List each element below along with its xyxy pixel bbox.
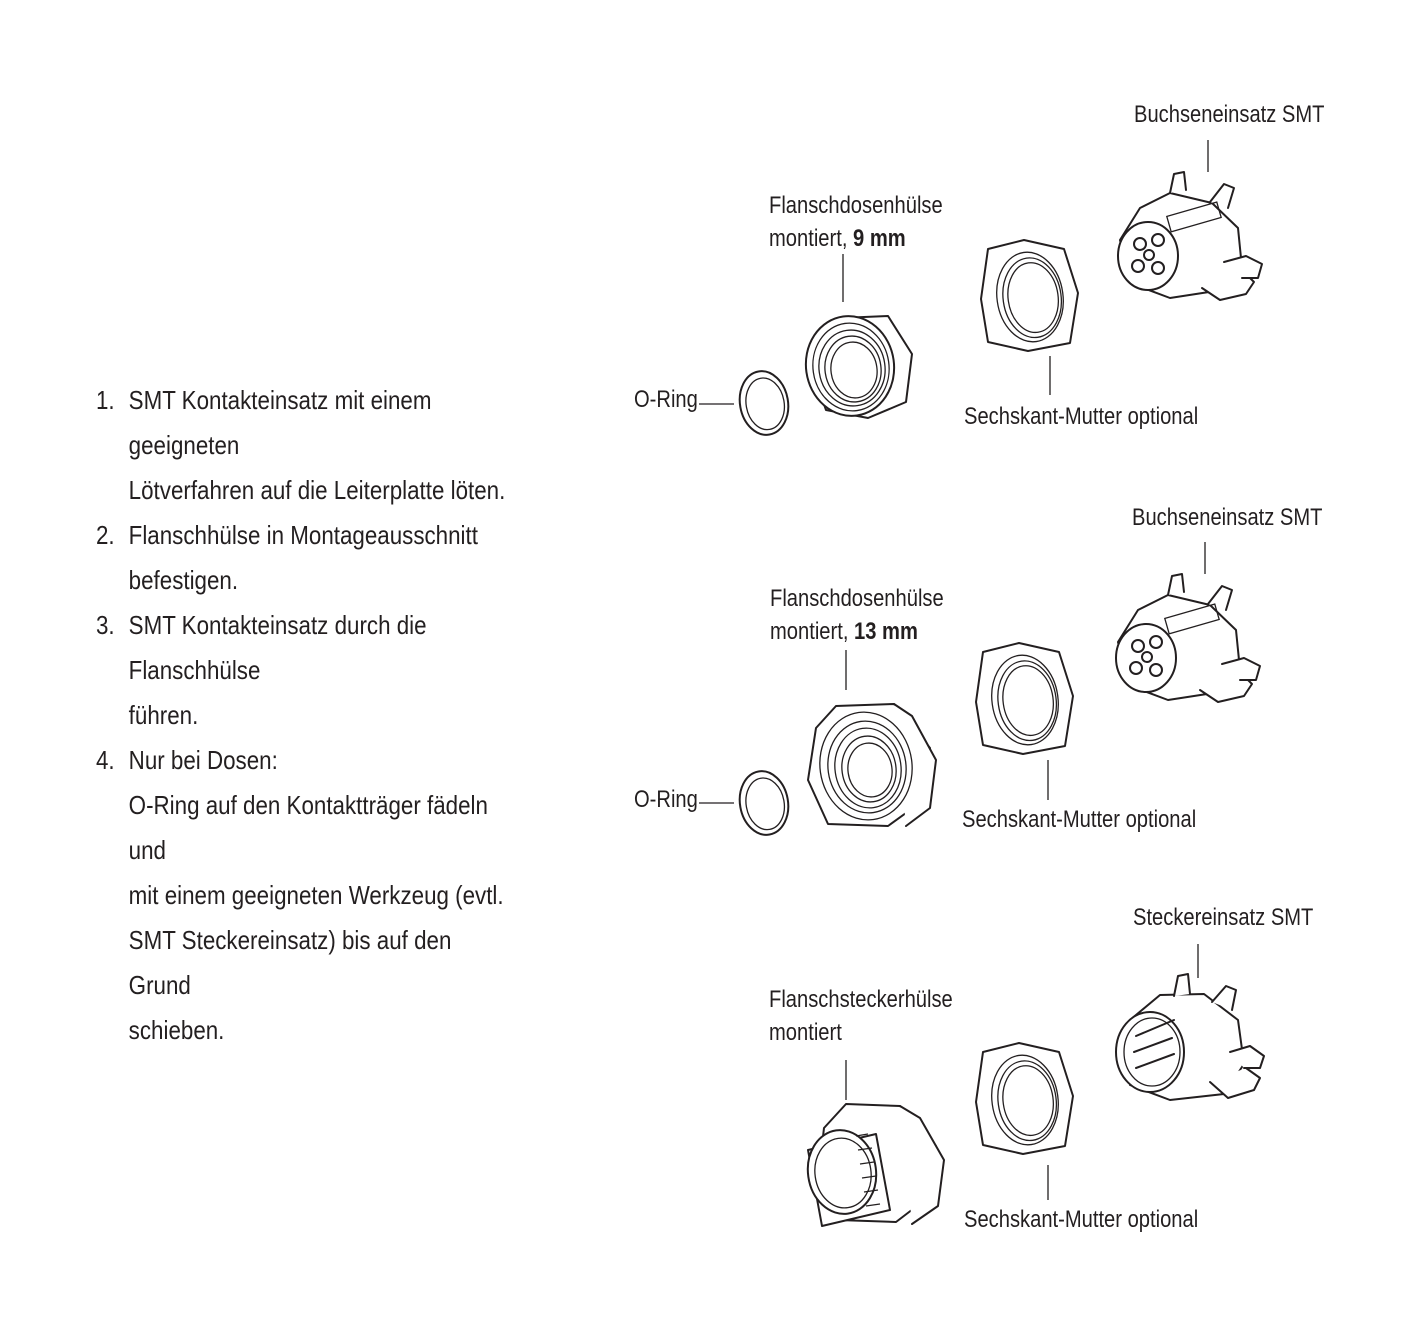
insert-label: Steckereinsatz SMT <box>1133 904 1314 931</box>
assembly-2 <box>699 542 1261 840</box>
nut-label: Sechskant-Mutter optional <box>962 806 1197 833</box>
housing-label: Flanschdosenhülse montiert, 9 mm <box>769 189 943 255</box>
assembly-1 <box>699 140 1263 440</box>
hex-nut <box>975 1042 1074 1155</box>
step-text: mit einem geeigneten Werkzeug (evtl. <box>128 880 504 910</box>
flange-housing-13mm <box>807 703 937 827</box>
oring-label: O-Ring <box>634 386 698 413</box>
insert-label: Buchseneinsatz SMT <box>1134 101 1325 128</box>
housing-depth: 13 mm <box>854 618 918 645</box>
housing-label-line1: Flanschdosenhülse <box>769 192 943 219</box>
step-1: 1. SMT Kontakteinsatz mit einem geeignet… <box>96 378 509 513</box>
housing-label-line2: montiert, 13 mm <box>770 615 944 648</box>
housing-depth: 9 mm <box>853 225 906 252</box>
step-text: SMT Kontakteinsatz mit einem geeigneten <box>128 385 432 460</box>
male-smt-insert <box>1115 973 1265 1101</box>
step-text: Lötverfahren auf die Leiterplatte löten. <box>128 475 506 505</box>
step-text: schieben. <box>128 1015 225 1045</box>
step-number: 3. <box>96 610 115 640</box>
housing-label-line1: Flanschdosenhülse <box>770 585 944 612</box>
housing-label-line1: Flanschsteckerhülse <box>769 986 953 1013</box>
oring-part <box>733 366 795 440</box>
housing-label: Flanschsteckerhülse montiert <box>769 983 953 1049</box>
step-number: 1. <box>96 385 115 415</box>
housing-label-line2: montiert <box>769 1016 953 1049</box>
step-3: 3. SMT Kontakteinsatz durch die Flanschh… <box>96 603 509 738</box>
female-smt-insert <box>1117 171 1263 301</box>
hex-nut <box>975 642 1074 755</box>
housing-mount-text: montiert <box>769 1019 842 1046</box>
step-text: SMT Kontakteinsatz durch die Flanschhüls… <box>128 610 427 685</box>
oring-part <box>733 766 795 840</box>
step-text: Flanschhülse in Montageausschnitt <box>128 520 478 550</box>
step-text: befestigen. <box>128 565 239 595</box>
step-2: 2. Flanschhülse in Montageausschnitt bef… <box>96 513 509 603</box>
oring-label: O-Ring <box>634 786 698 813</box>
insert-label: Buchseneinsatz SMT <box>1132 504 1323 531</box>
assembly-3 <box>806 944 1265 1227</box>
housing-mount-text: montiert, <box>770 618 855 645</box>
step-number: 4. <box>96 745 115 775</box>
female-smt-insert <box>1115 573 1261 703</box>
step-text: Nur bei Dosen: <box>128 745 278 775</box>
step-number: 2. <box>96 520 115 550</box>
step-4: 4. Nur bei Dosen: O-Ring auf den Kontakt… <box>96 738 509 1053</box>
assembly-instructions: 1. SMT Kontakteinsatz mit einem geeignet… <box>96 378 509 1053</box>
hex-nut <box>980 239 1079 352</box>
housing-label-line2: montiert, 9 mm <box>769 222 943 255</box>
housing-mount-text: montiert, <box>769 225 854 252</box>
step-text: SMT Steckereinsatz) bis auf den Grund <box>128 925 452 1000</box>
housing-label: Flanschdosenhülse montiert, 13 mm <box>770 582 944 648</box>
step-text: führen. <box>128 700 199 730</box>
flange-housing-9mm <box>804 315 913 419</box>
nut-label: Sechskant-Mutter optional <box>964 1206 1199 1233</box>
flange-plug-housing <box>806 1103 945 1227</box>
nut-label: Sechskant-Mutter optional <box>964 403 1199 430</box>
step-text: O-Ring auf den Kontaktträger fädeln und <box>128 790 488 865</box>
